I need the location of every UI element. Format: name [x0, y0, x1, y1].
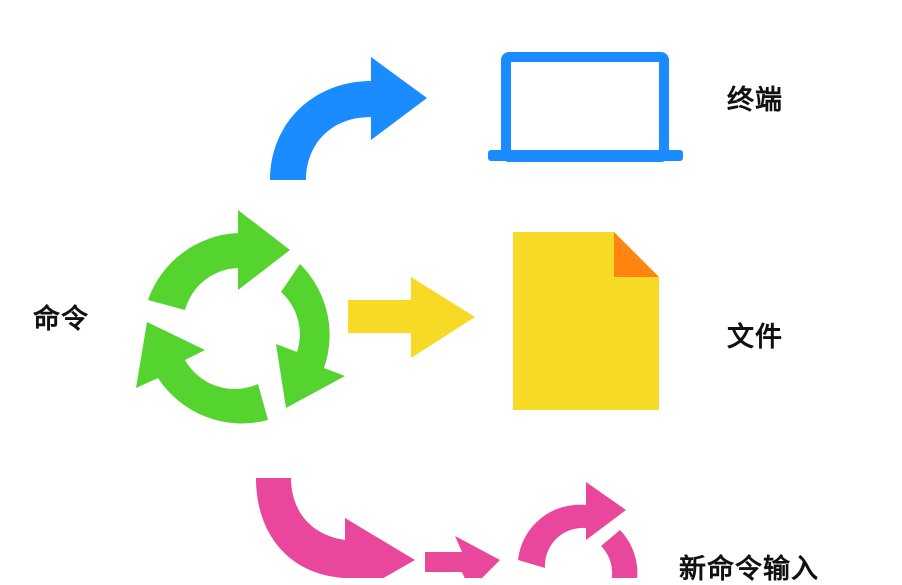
curved-arrow-up-right-icon	[270, 57, 427, 180]
document-icon	[513, 232, 659, 410]
terminal-label: 终端	[727, 85, 783, 116]
small-right-arrow-icon	[425, 536, 500, 578]
curved-arrow-down-right-icon	[256, 478, 415, 578]
cycle-icon	[518, 482, 638, 578]
right-arrow-icon	[348, 277, 475, 358]
command-label: 命令	[33, 304, 89, 335]
file-label: 文件	[727, 322, 783, 353]
recycle-cycle-icon	[136, 210, 345, 424]
laptop-icon	[488, 52, 683, 162]
new-command-input-label: 新命令输入	[679, 554, 819, 585]
